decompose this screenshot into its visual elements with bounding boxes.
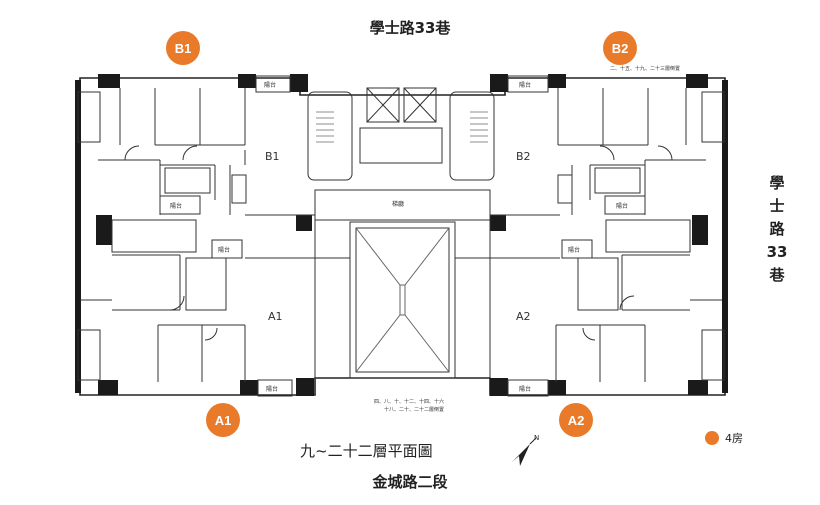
floor-note-top: 二、十五、十九、二十三層倒置 bbox=[610, 65, 680, 72]
balcony bbox=[255, 75, 291, 93]
street-label-top: 學士路33巷 bbox=[369, 19, 451, 37]
column bbox=[490, 378, 508, 396]
room-label-b1: B1 bbox=[265, 150, 280, 163]
balcony-label: 陽台 bbox=[519, 81, 531, 89]
bathroom bbox=[577, 257, 619, 311]
room-label-a1: A1 bbox=[268, 310, 283, 323]
column bbox=[490, 74, 508, 92]
balcony bbox=[561, 239, 593, 259]
elevator bbox=[403, 87, 437, 123]
column bbox=[296, 378, 314, 396]
legend-dot-icon bbox=[705, 431, 719, 445]
toilet-area bbox=[701, 329, 725, 381]
building-outline bbox=[79, 77, 726, 396]
toilet-area bbox=[701, 91, 725, 143]
atrium-inner bbox=[355, 227, 450, 373]
core-room bbox=[359, 127, 443, 164]
balcony-label: 陽台 bbox=[170, 202, 182, 210]
column bbox=[688, 380, 708, 395]
stair-box bbox=[231, 174, 247, 204]
bathroom bbox=[594, 167, 641, 194]
balcony bbox=[211, 239, 243, 259]
floor-note-bottom2: 十八、二十、二十二層倒置 bbox=[384, 406, 444, 413]
balcony bbox=[257, 379, 293, 397]
column bbox=[490, 215, 506, 231]
column bbox=[98, 74, 120, 88]
legend: 4房 bbox=[705, 430, 743, 446]
unit-badge-a1: A1 bbox=[206, 403, 240, 437]
bathroom bbox=[164, 167, 211, 194]
column bbox=[296, 215, 312, 231]
unit-badge-b1: B1 bbox=[166, 31, 200, 65]
toilet-area bbox=[77, 91, 101, 143]
legend-label: 4房 bbox=[725, 432, 743, 445]
balcony-label: 陽台 bbox=[616, 202, 628, 210]
column bbox=[548, 380, 566, 395]
balcony bbox=[507, 379, 549, 397]
unit-badge-a2: A2 bbox=[559, 403, 593, 437]
column bbox=[238, 74, 256, 88]
balcony-label: 陽台 bbox=[568, 246, 580, 254]
atrium-void bbox=[349, 221, 456, 379]
room-label-lobby: 梯廳 bbox=[392, 200, 404, 208]
svg-text:N: N bbox=[534, 434, 539, 442]
room-label-b2: B2 bbox=[516, 150, 531, 163]
street-label-right: 學 士 路 33 巷 bbox=[762, 172, 792, 287]
balcony-label: 陽台 bbox=[266, 385, 278, 393]
street-right-char: 巷 bbox=[769, 266, 785, 284]
balcony-label: 陽台 bbox=[519, 385, 531, 393]
stair-box bbox=[557, 174, 573, 204]
unit-badge-b2: B2 bbox=[603, 31, 637, 65]
wall-left-outer bbox=[75, 80, 81, 393]
column bbox=[290, 74, 308, 92]
balcony bbox=[159, 195, 201, 215]
elevator bbox=[366, 87, 400, 123]
bathroom bbox=[185, 257, 227, 311]
north-arrow-icon: N bbox=[512, 434, 539, 466]
balcony bbox=[507, 75, 549, 93]
stair-left bbox=[307, 91, 353, 181]
street-right-char: 士 bbox=[769, 197, 785, 215]
column bbox=[692, 215, 708, 245]
floor-note-bottom: 四、八、十、十二、十四、十六 bbox=[374, 398, 444, 405]
street-label-bottom: 金城路二段 bbox=[372, 473, 448, 491]
balcony bbox=[604, 195, 646, 215]
street-right-char: 學 bbox=[769, 174, 785, 192]
balcony bbox=[111, 219, 197, 253]
balcony-label: 陽台 bbox=[218, 246, 230, 254]
stair-right bbox=[449, 91, 495, 181]
toilet-area bbox=[77, 329, 101, 381]
column bbox=[96, 215, 112, 245]
balcony-label: 陽台 bbox=[264, 81, 276, 89]
room-label-a2: A2 bbox=[516, 310, 531, 323]
lobby bbox=[314, 189, 491, 221]
column bbox=[548, 74, 566, 88]
plan-title: 九~二十二層平面圖 bbox=[300, 442, 433, 460]
column bbox=[98, 380, 118, 395]
balcony bbox=[605, 219, 691, 253]
wall-right-outer bbox=[722, 80, 728, 393]
column bbox=[686, 74, 708, 88]
street-right-char: 33 bbox=[766, 243, 788, 261]
column bbox=[240, 380, 258, 395]
street-right-char: 路 bbox=[769, 220, 785, 238]
